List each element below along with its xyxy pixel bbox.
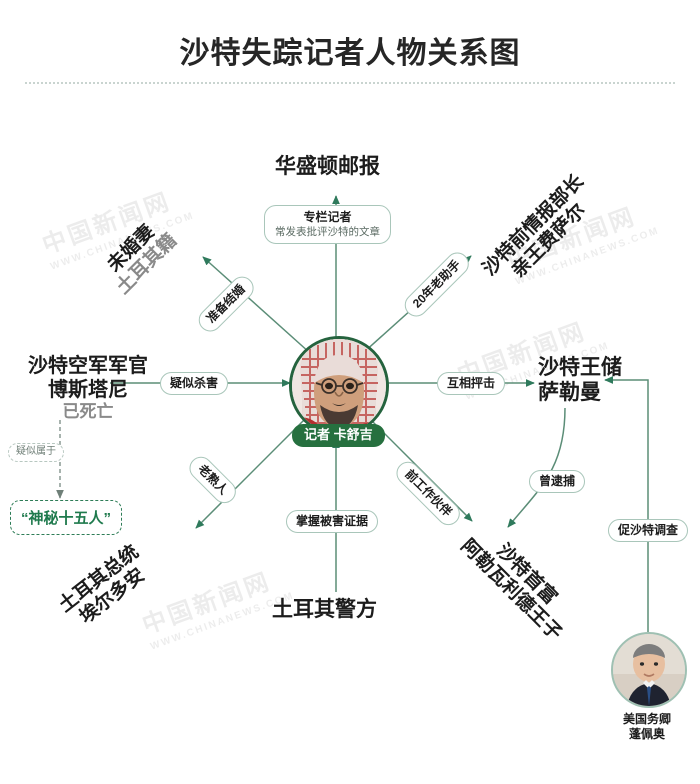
node-label-line1: 沙特王储 [538,356,622,379]
node-crown-prince[interactable]: 沙特王储 萨勒曼 [538,356,622,406]
pompeo-avatar-icon [613,634,685,706]
edge-pompeo-to-crownprince [604,376,649,632]
node-label-line1: 华盛顿邮报 [275,155,380,178]
node-label-line2: 博斯塔尼 [48,378,128,401]
node-mystery-fifteen[interactable]: “神秘十五人” [10,500,123,535]
edge-label-title: 曾逮捕 [539,474,576,488]
page-title: 沙特失踪记者人物关系图 [179,37,521,70]
pompeo-caption: 美国务卿 蓬佩奥 [597,712,697,742]
node-label-line1: “神秘十五人” [21,510,112,527]
node-label-line2: 萨勒曼 [538,380,601,404]
title-divider [25,82,675,84]
edge-label-suspected-kill[interactable]: 疑似杀害 [160,372,229,395]
khashoggi-portrait[interactable] [289,336,389,436]
node-washington-post[interactable]: 华盛顿邮报 [275,155,380,180]
edge-label-mutual-attack[interactable]: 互相抨击 [437,372,506,395]
center-badge-label: 记者 卡舒吉 [304,427,373,442]
edge-label-title: 促沙特调查 [618,523,679,537]
node-turkish-police[interactable]: 土耳其警方 [272,598,377,623]
edge-label-subtitle: 常发表批评沙特的文章 [275,226,380,238]
edge-center-to-fiancee [202,256,319,362]
edge-label-urge-probe[interactable]: 促沙特调查 [608,519,689,542]
edge-label-title: 掌握被害证据 [296,514,369,528]
node-label-status: 已死亡 [62,402,114,422]
pompeo-portrait[interactable] [611,632,687,708]
edge-label-columnist[interactable]: 专栏记者 常发表批评沙特的文章 [264,205,391,245]
edge-label-once-arrested[interactable]: 曾逮捕 [529,470,586,493]
edge-crownprince-to-richest [507,407,566,528]
node-label-line1: 美国务卿 [622,712,671,726]
center-badge: 记者 卡舒吉 [292,424,385,447]
khashoggi-avatar-icon [292,339,386,433]
node-label-line2: 蓬佩奥 [628,727,665,741]
edge-label-suspected-member[interactable]: 疑似属于 [8,443,64,462]
node-air-force-officer[interactable]: 沙特空军军官 博斯塔尼 已死亡 [8,355,168,422]
edge-center-to-erdogan [195,415,309,529]
edge-label-title: 专栏记者 [303,210,352,224]
edge-label-evidence[interactable]: 掌握被害证据 [286,510,379,533]
edge-label-title: 互相抨击 [447,376,496,390]
edge-label-title: 疑似杀害 [170,376,219,390]
node-label-line1: 沙特空军军官 [28,355,148,377]
edge-label-title: 疑似属于 [16,446,56,457]
node-label-line1: 土耳其警方 [272,598,377,621]
